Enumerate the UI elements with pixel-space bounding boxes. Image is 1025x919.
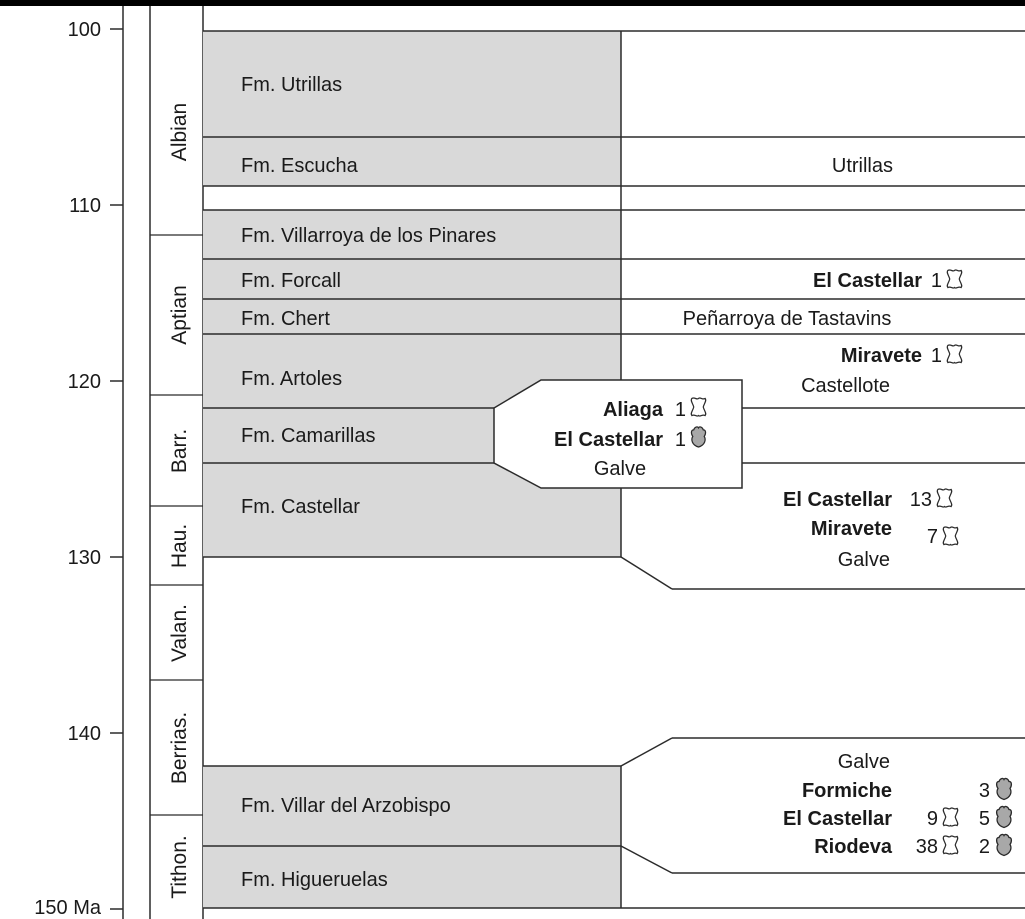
site-jurassic-2-name: El Castellar — [783, 808, 892, 830]
time-tick-label: 110 — [69, 195, 101, 217]
site-jurassic-1-name: Formiche — [802, 780, 892, 802]
site-jurassic-1-count-footprints: 3 — [979, 780, 990, 802]
site-camarillas-1-count: 1 — [675, 399, 686, 421]
formation-label-artoles: Fm. Artoles — [241, 368, 342, 390]
stage-label-albian: Albian — [168, 103, 191, 161]
formation-label-escucha: Fm. Escucha — [241, 155, 359, 177]
footprint-icon — [995, 805, 1013, 829]
time-tick-label: 120 — [68, 371, 101, 393]
boundary-lines — [203, 30, 1025, 909]
formation-box-utrillas — [203, 31, 621, 137]
formation-box-escucha — [203, 137, 621, 186]
bone-icon — [942, 526, 959, 546]
site-jurassic-2-count-footprints: 5 — [979, 808, 990, 830]
site-artoles-name: Miravete — [841, 345, 922, 367]
formation-label-castellar: Fm. Castellar — [241, 496, 360, 518]
formation-box-villar — [203, 766, 621, 846]
time-axis: 100 110 120 130 140 150 Ma — [34, 6, 124, 919]
formation-box-forcall — [203, 259, 621, 299]
stage-label-barremian: Barr. — [168, 429, 191, 473]
stage-label-valanginian: Valan. — [168, 604, 191, 662]
site-jurassic-3-count-footprints: 2 — [979, 836, 990, 858]
site-jurassic-2-count-bones: 9 — [927, 808, 938, 830]
bone-icon — [942, 807, 959, 827]
stage-label-aptian: Aptian — [168, 285, 191, 345]
formation-box-villarroya — [203, 210, 621, 259]
site-jurassic-head: Galve — [838, 751, 890, 773]
formation-box-higueruelas — [203, 846, 621, 908]
formation-label-forcall: Fm. Forcall — [241, 270, 341, 292]
stage-label-tithonian: Tithon. — [168, 835, 191, 898]
footprint-icon — [995, 833, 1013, 857]
footprint-icon — [995, 777, 1013, 801]
formation-label-chert: Fm. Chert — [241, 308, 330, 330]
site-camarillas-2-count: 1 — [675, 429, 686, 451]
formation-label-higueruelas: Fm. Higueruelas — [241, 869, 388, 891]
bone-icon — [942, 835, 959, 855]
top-edge — [0, 0, 1025, 6]
stage-label-hauterivian: Hau. — [168, 524, 191, 568]
bone-icon — [946, 344, 963, 364]
time-tick-label: 140 — [68, 723, 101, 745]
site-artoles-sub: Castellote — [801, 375, 890, 397]
site-castellar-2-name: Miravete — [811, 518, 892, 540]
formation-label-villarroya: Fm. Villarroya de los Pinares — [241, 225, 496, 247]
formation-label-villar: Fm. Villar del Arzobispo — [241, 795, 451, 817]
bone-icon — [690, 397, 707, 417]
site-jurassic-3-name: Riodeva — [814, 836, 893, 858]
formation-label-camarillas: Fm. Camarillas — [241, 425, 375, 447]
time-tick-label: 100 — [68, 19, 101, 41]
site-castellar-sub: Galve — [838, 549, 890, 571]
site-castellar-1-name: El Castellar — [783, 489, 892, 511]
stage-label-berriasian: Berrias. — [168, 712, 191, 784]
formation-label-utrillas: Fm. Utrillas — [241, 74, 342, 96]
site-camarillas-1-name: Aliaga — [603, 399, 664, 421]
site-forcall-count: 1 — [931, 270, 942, 292]
site-camarillas-2-name: El Castellar — [554, 429, 663, 451]
time-tick-label: 130 — [68, 547, 101, 569]
site-castellar-2-count: 7 — [927, 526, 938, 548]
time-tick-label: 150 Ma — [34, 897, 102, 919]
site-utrillas: Utrillas — [832, 155, 893, 177]
site-jurassic-3-count-bones: 38 — [916, 836, 938, 858]
site-castellar-1-count: 13 — [910, 489, 932, 511]
bone-icon — [936, 488, 953, 508]
formation-box-chert — [203, 299, 621, 334]
site-chert-name: Peñarroya de Tastavins — [683, 308, 892, 330]
site-artoles-count: 1 — [931, 345, 942, 367]
camarillas-callout-box — [493, 379, 743, 489]
footprint-icon — [690, 426, 707, 448]
bone-icon — [946, 269, 963, 289]
site-forcall-name: El Castellar — [813, 270, 922, 292]
site-camarillas-sub: Galve — [594, 458, 646, 480]
